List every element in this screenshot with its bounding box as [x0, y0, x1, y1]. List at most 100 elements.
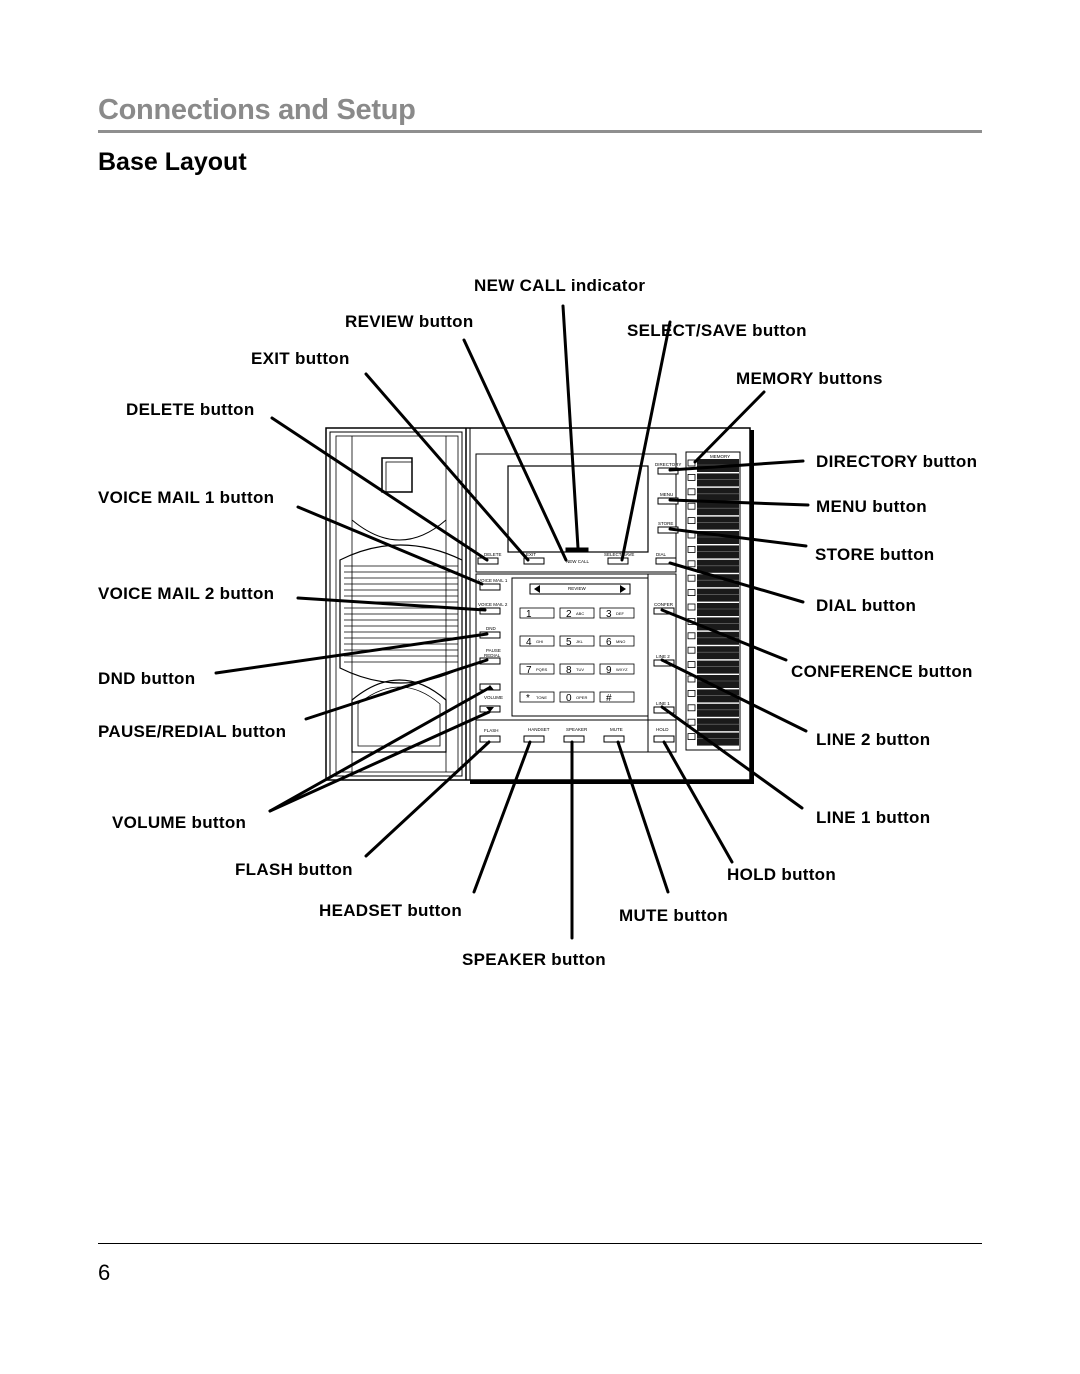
hold-button-label: HOLD button — [727, 865, 837, 884]
memory-bank — [685, 451, 741, 751]
memory-button[interactable] — [687, 574, 696, 582]
memory-button[interactable] — [687, 589, 696, 596]
key-digit: 2 — [566, 609, 572, 620]
section-title: Connections and Setup — [98, 94, 416, 126]
keypad-key-star[interactable]: *TONE — [519, 691, 555, 704]
keypad-key-7[interactable]: 7 PQRS — [519, 663, 555, 676]
speaker-button-label: SPEAKER button — [462, 950, 606, 969]
leader-delete — [270, 416, 489, 562]
memory-button[interactable] — [687, 733, 696, 740]
handset-bottom — [351, 679, 447, 753]
leader-memory — [693, 390, 766, 464]
key-letters: MNO — [616, 639, 625, 644]
mute-button-label: MUTE button — [619, 906, 729, 925]
new-call-indicator-label: NEW CALL indicator — [474, 276, 646, 295]
key-digit: 4 — [526, 637, 532, 648]
memory-button[interactable] — [687, 560, 696, 568]
exit-key[interactable] — [523, 557, 545, 565]
memory-button[interactable] — [687, 502, 696, 510]
memory-frame — [685, 451, 741, 751]
key-digit: 6 — [606, 637, 612, 648]
memory-button[interactable] — [687, 718, 696, 726]
leader-headset — [472, 740, 532, 894]
memory-button[interactable] — [687, 473, 696, 481]
memory-label-card — [697, 603, 739, 616]
select-save-button-label: SELECT/SAVE button — [627, 321, 807, 340]
store-key-label: STORE — [658, 521, 673, 526]
leader-new-call — [561, 304, 580, 550]
leader-conference — [660, 608, 788, 662]
keypad-key-1[interactable]: 1 — [519, 607, 555, 620]
conference-button-label: CONFERENCE button — [791, 662, 973, 681]
handset-cradle — [351, 457, 447, 541]
voice-mail-1-key[interactable] — [479, 583, 501, 591]
select-save-key[interactable] — [607, 557, 629, 565]
mute-key[interactable] — [603, 735, 625, 743]
memory-button[interactable] — [687, 704, 696, 712]
leader-menu — [668, 498, 810, 507]
mute-key-label: MUTE — [610, 727, 623, 732]
keypad-frame — [475, 573, 677, 753]
leader-line-2 — [660, 658, 808, 733]
headset-key[interactable] — [523, 735, 545, 743]
title-rule — [98, 130, 982, 133]
directory-key[interactable] — [657, 467, 679, 475]
line-1-button-label: LINE 1 button — [816, 808, 931, 827]
key-digit: 5 — [566, 637, 572, 648]
leader-dnd — [214, 632, 489, 675]
memory-button[interactable] — [687, 546, 696, 553]
dial-key-label: DIAL — [656, 552, 667, 557]
memory-button[interactable] — [687, 690, 696, 697]
speaker-key[interactable] — [563, 735, 585, 743]
store-button-label: STORE button — [815, 545, 935, 564]
key-letters: GHI — [536, 639, 543, 644]
pause-redial-button-label: PAUSE/REDIAL button — [98, 722, 287, 741]
leader-flash — [364, 740, 491, 858]
memory-button[interactable] — [687, 517, 696, 524]
leader-pause-redial — [304, 658, 489, 721]
review-left-arrow-icon — [534, 585, 540, 593]
key-letters: PQRS — [536, 667, 548, 672]
memory-button[interactable] — [687, 488, 696, 496]
key-letters: TUV — [576, 667, 584, 672]
key-digit: 3 — [606, 609, 612, 620]
new-call-label: NEW CALL — [566, 559, 590, 564]
phone-labels: DELETE EXIT SELECT/SAVE DIAL NEW CALL RE… — [478, 454, 730, 733]
key-digit: 7 — [526, 665, 532, 676]
keypad-key-6[interactable]: 6 MNO — [599, 635, 635, 648]
line-1-key-label: LINE 1 — [656, 701, 670, 706]
memory-label-card — [697, 588, 739, 602]
key-digit: 9 — [606, 665, 612, 676]
memory-label-card — [697, 545, 739, 559]
review-key-label: REVIEW — [568, 586, 587, 591]
keypad-key-4[interactable]: 4 GHI — [519, 635, 555, 648]
memory-button[interactable] — [687, 646, 696, 654]
menu-button-label: MENU button — [816, 497, 927, 516]
memory-button[interactable] — [687, 632, 696, 640]
memory-label-card — [697, 675, 739, 688]
conference-key-label: CONFER — [654, 602, 674, 607]
dnd-key-label: DND — [486, 626, 496, 631]
voice-mail-2-key-label: VOICE MAIL 2 — [478, 602, 508, 607]
keypad-key-pound[interactable]: # — [599, 691, 635, 704]
dial-key[interactable] — [655, 557, 677, 565]
memory-label-card — [697, 732, 739, 746]
leader-line-1 — [660, 705, 804, 810]
exit-button-label: EXIT button — [251, 349, 350, 368]
memory-button[interactable] — [687, 603, 696, 611]
memory-label-card — [697, 473, 739, 487]
memory-label-card — [697, 574, 739, 588]
leader-voice-mail-1 — [296, 505, 484, 586]
menu-key-label: MENU — [660, 492, 673, 497]
leader-mute — [616, 740, 670, 894]
memory-button[interactable] — [687, 661, 696, 668]
flash-button-label: FLASH button — [235, 860, 353, 879]
leader-review — [462, 338, 568, 562]
